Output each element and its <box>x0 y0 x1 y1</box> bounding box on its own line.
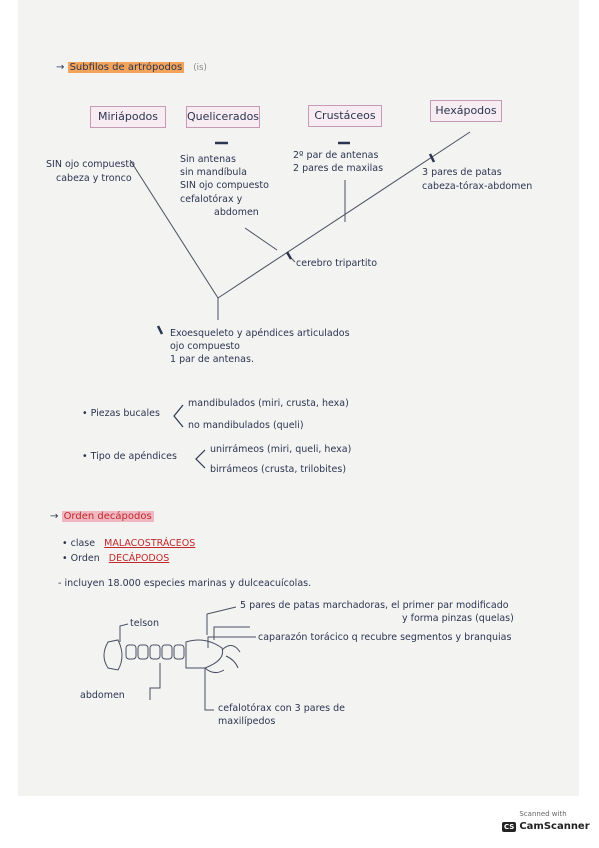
clase-value: MALACOSTRÁCEOS <box>104 538 196 549</box>
cerebro-trait: cerebro tripartito <box>296 258 378 269</box>
watermark-caption: Scanned with <box>519 810 567 818</box>
hexapodos-trait-2: cabeza-tórax-abdomen <box>422 181 533 192</box>
orden-label: • Orden <box>62 553 100 564</box>
label-telson: telson <box>130 618 159 629</box>
notebook-page <box>18 0 579 796</box>
incluyen-text: - incluyen 18.000 especies marinas y dul… <box>58 578 312 589</box>
miriapodos-trait-1: SIN ojo compuesto <box>46 159 135 170</box>
clase-label: • clase <box>62 538 96 549</box>
miriapodos-trait-2: cabeza y tronco <box>56 173 132 184</box>
root-trait-3: 1 par de antenas. <box>170 354 254 365</box>
watermark-brand: CamScanner <box>519 821 590 832</box>
section-heading-decapodos: → Orden decápodos <box>50 511 154 522</box>
quelicerados-trait-1: Sin antenas <box>180 154 236 165</box>
box-hexapodos: Hexápodos <box>430 100 502 122</box>
section-heading-subfilos: → Subfilos de artrópodos (is) <box>56 62 207 73</box>
camscanner-watermark: Scanned with CS CamScanner <box>502 810 590 840</box>
box-miriapodos: Miriápodos <box>90 106 166 128</box>
label-caparazon: caparazón torácico q recubre segmentos y… <box>258 632 512 643</box>
piezas-bucales-option-1: mandibulados (miri, crusta, hexa) <box>188 398 349 409</box>
label-patas-2: y forma pinzas (quelas) <box>402 613 514 624</box>
quelicerados-trait-4: cefalotórax y <box>180 194 243 205</box>
orden-value: DECÁPODOS <box>108 553 170 564</box>
label-abdomen: abdomen <box>80 690 125 701</box>
root-trait-1: Exoesqueleto y apéndices articulados <box>170 328 350 339</box>
camscanner-logo-icon: CS <box>502 821 517 832</box>
box-crustaceos: Crustáceos <box>308 105 382 127</box>
box-quelicerados: Quelicerados <box>186 106 260 128</box>
tipo-apendices-option-1: unirrámeos (miri, queli, hexa) <box>210 444 352 455</box>
label-patas-1: 5 pares de patas marchadoras, el primer … <box>240 600 509 611</box>
heading-note: (is) <box>193 63 207 73</box>
arrow-icon: → <box>56 62 68 73</box>
quelicerados-trait-5: abdomen <box>214 207 259 218</box>
piezas-bucales-label: • Piezas bucales <box>82 408 160 419</box>
crustaceos-trait-2: 2 pares de maxilas <box>293 163 384 174</box>
heading-text: Orden decápodos <box>61 511 154 522</box>
heading-text: Subfilos de artrópodos <box>67 62 185 73</box>
label-cefalotorax-1: cefalotórax con 3 pares de <box>218 703 345 714</box>
hexapodos-trait-1: 3 pares de patas <box>422 167 502 178</box>
label-cefalotorax-2: maxilípedos <box>218 716 276 727</box>
quelicerados-trait-2: sin mandíbula <box>180 167 247 178</box>
clase-line: • clase MALACOSTRÁCEOS <box>62 538 195 549</box>
piezas-bucales-option-2: no mandibulados (queli) <box>188 420 304 431</box>
root-trait-2: ojo compuesto <box>170 341 240 352</box>
tipo-apendices-label: • Tipo de apéndices <box>82 451 177 462</box>
arrow-icon: → <box>50 511 62 522</box>
tipo-apendices-option-2: birrámeos (crusta, trilobites) <box>210 464 347 475</box>
orden-line: • Orden DECÁPODOS <box>62 553 169 564</box>
quelicerados-trait-3: SIN ojo compuesto <box>180 180 269 191</box>
crustaceos-trait-1: 2º par de antenas <box>293 150 379 161</box>
